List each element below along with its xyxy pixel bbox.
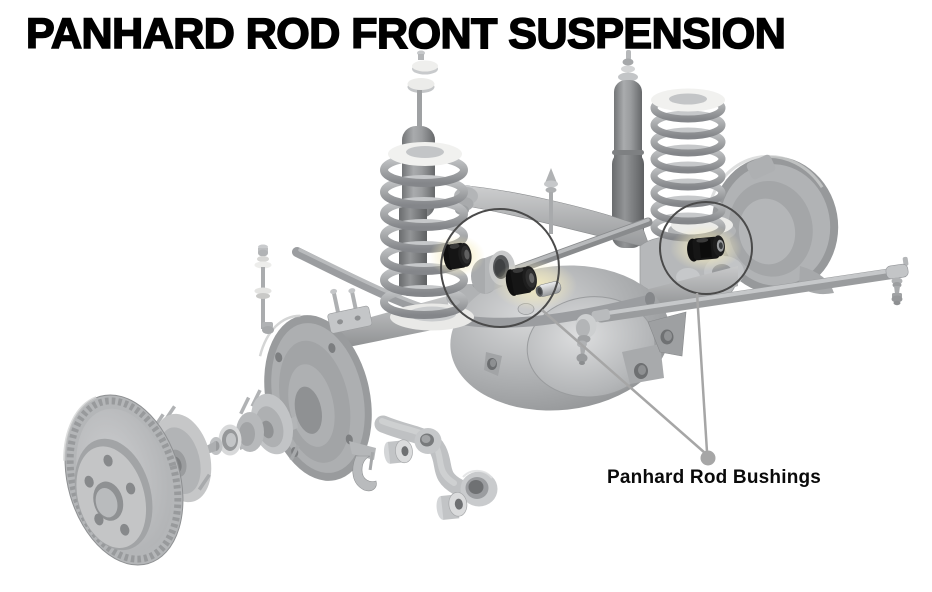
callout-circle-right xyxy=(659,201,753,295)
brake-rotor xyxy=(63,394,184,566)
callout-dot xyxy=(700,450,716,466)
coil-spring-right xyxy=(650,88,726,242)
callout-circle-left xyxy=(440,208,560,328)
bracket-plate xyxy=(327,288,373,334)
panhard-rod-bushing-3 xyxy=(687,235,725,262)
callout-leader-line-left xyxy=(541,309,706,454)
panhard-rod-bushing-1 xyxy=(443,242,472,271)
backing-plate-tab xyxy=(746,154,776,180)
callout-leader-line-right xyxy=(695,292,709,453)
callout-label: Panhard Rod Bushings xyxy=(607,467,822,488)
mounting-stud xyxy=(544,168,558,234)
stud-assembly-left xyxy=(254,244,274,334)
sway-bar-clamp xyxy=(349,441,377,492)
steering-arm xyxy=(374,415,498,507)
track-bar xyxy=(575,256,909,365)
coil-spring-left xyxy=(380,142,474,331)
arm-bushing-2 xyxy=(436,491,468,520)
arm-bushing-1 xyxy=(383,439,413,464)
backing-plate-right xyxy=(709,154,839,294)
page-title: PANHARD ROD FRONT SUSPENSION xyxy=(25,9,786,59)
tie-rod-end-right xyxy=(885,256,909,306)
bushing-sleeve xyxy=(535,281,562,297)
track-bar-bracket xyxy=(647,311,687,357)
panhard-rod-bushing-2 xyxy=(505,266,537,296)
